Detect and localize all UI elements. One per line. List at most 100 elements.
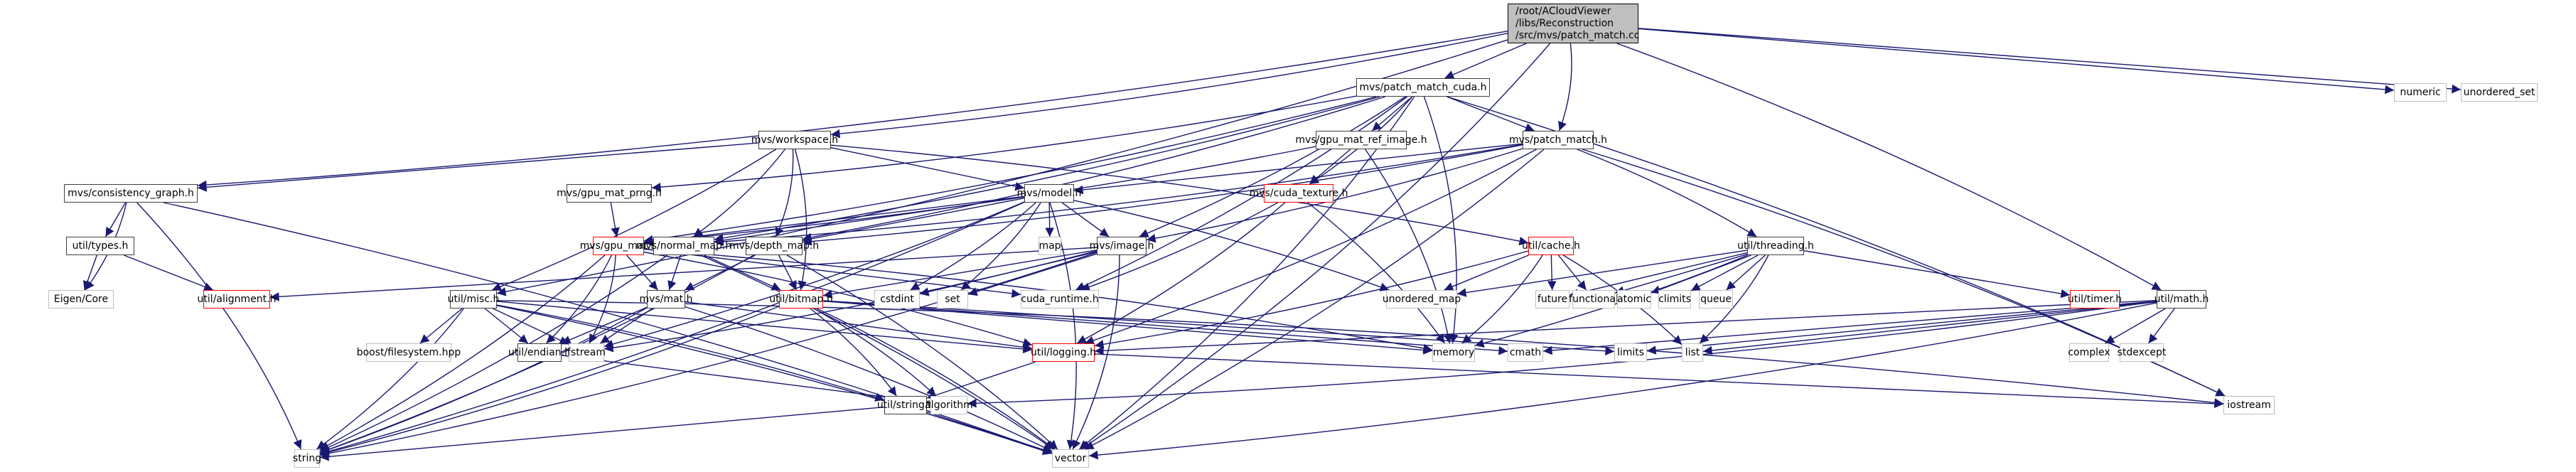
node-string: string (293, 449, 321, 468)
root-file-node[interactable]: /root/ACloudViewer /libs/Reconstruction … (1508, 4, 1639, 43)
node-label: set (945, 294, 960, 305)
edge-root-to-numeric (1638, 28, 2395, 95)
node-gpu-mat-prng[interactable]: mvs/gpu_mat_prng.h (557, 184, 662, 203)
node-memory: memory (1432, 343, 1475, 362)
node-util-string[interactable]: util/string.h (877, 396, 934, 414)
node-label: mvs/model.h (1016, 188, 1082, 199)
node-iostream: iostream (2223, 396, 2275, 414)
edge-math-to-limits (1646, 301, 2157, 355)
edge-patch_match_h-to-threading (1577, 149, 1757, 237)
edge-image-to-bitmap (822, 250, 1098, 299)
node-gpu-mat[interactable]: mvs/gpu_mat.h (580, 237, 657, 255)
node-model[interactable]: mvs/model.h (1017, 184, 1081, 203)
edge-math-to-complex (2105, 308, 2166, 344)
node-label: unordered_map (1382, 294, 1461, 305)
edge-util_string-to-vector (926, 412, 1053, 454)
node-workspace[interactable]: mvs/workspace.h (751, 131, 838, 149)
node-label: algorithm (925, 399, 973, 411)
edge-patch_match_h-to-model (1073, 143, 1523, 195)
edge-cache-to-unordered_map (1444, 254, 1529, 291)
node-patch-match-h[interactable]: mvs/patch_match.h (1509, 131, 1607, 149)
node-label: Eigen/Core (53, 294, 109, 305)
node-bitmap[interactable]: util/bitmap.h (769, 290, 833, 309)
node-functional: functional (1569, 290, 1619, 309)
edge-root-to-vector (1080, 43, 1551, 450)
edge-cache-to-functional (1557, 254, 1587, 291)
node-label: atomic (1617, 294, 1651, 305)
node-alignment[interactable]: util/alignment.h (198, 290, 276, 309)
node-cuda-texture[interactable]: mvs/cuda_texture.h (1250, 184, 1348, 203)
edge-workspace-to-bitmap (794, 149, 807, 291)
edge-cuda_texture-to-logging (1076, 202, 1286, 344)
node-fstream: fstream (567, 343, 606, 362)
node-logging[interactable]: util/logging.h (1031, 343, 1096, 362)
node-future: future (1535, 290, 1569, 309)
edge-cuda_texture-to-cuda_runtime (1080, 202, 1279, 291)
edge-math-to-algorithm (967, 301, 2157, 408)
edge-root-to-consistency_graph (197, 31, 1508, 190)
edge-util_types-to-alignment (124, 254, 213, 291)
edge-logging-to-util_string (926, 361, 1036, 399)
edge-logging-to-iostream (1094, 353, 2224, 409)
node-label: mvs/cuda_texture.h (1249, 188, 1348, 199)
node-cuda-runtime: cuda_runtime.h (1021, 290, 1099, 309)
edge-patch_match_h-to-normal_map (714, 144, 1523, 247)
edge-mat-to-endian (561, 306, 648, 344)
node-consistency-graph[interactable]: mvs/consistency_graph.h (64, 184, 198, 203)
edge-normal_map-to-string (319, 254, 668, 452)
node-normal-map[interactable]: mvs/normal_map.h (636, 237, 731, 255)
node-eigen-core: Eigen/Core (48, 290, 114, 309)
node-gpu-mat-ref-image[interactable]: mvs/gpu_mat_ref_image.h (1295, 131, 1427, 149)
edge-patch_match_cuda-to-cuda_runtime (1075, 96, 1408, 291)
node-util-types[interactable]: util/types.h (66, 237, 134, 255)
node-label: cstdint (880, 294, 914, 305)
edge-bitmap-to-vector (816, 308, 1056, 450)
node-label: map (1039, 240, 1061, 252)
edge-patch_match_h-to-image (1146, 148, 1523, 243)
node-label: util/types.h (72, 240, 129, 252)
edge-threading-to-timer (1803, 250, 2071, 299)
node-label: util/misc.h (447, 294, 500, 305)
edge-model-to-depth_map (802, 198, 1025, 244)
edge-root-to-math (1616, 43, 2162, 291)
node-label: climits (1658, 294, 1691, 305)
edge-root-to-unordered_set (1638, 28, 2462, 94)
edge-image-to-set (967, 253, 1098, 296)
root-path-line-2: /libs/Reconstruction (1515, 17, 1614, 29)
node-misc[interactable]: util/misc.h (447, 290, 500, 309)
node-endian[interactable]: util/endian.h (508, 343, 571, 362)
edge-model-to-fstream (603, 201, 1025, 349)
edge-math-to-vector (1088, 302, 2157, 460)
node-vector: vector (1052, 449, 1089, 468)
edge-normal_map-to-bitmap (704, 254, 781, 291)
edge-patch_match_cuda-to-memory (1423, 96, 1459, 344)
node-queue: queue (1699, 290, 1733, 309)
edge-model-to-normal_map (714, 196, 1025, 245)
node-unordered-map: unordered_map (1383, 290, 1461, 309)
edge-bitmap-to-memory (822, 300, 1433, 355)
node-boost-fs: boost/filesystem.hpp (357, 343, 461, 362)
node-timer[interactable]: util/timer.h (2068, 290, 2122, 309)
node-label: numeric (2400, 87, 2441, 98)
edge-mat-to-vector (685, 306, 1053, 452)
edge-threading-to-memory (1474, 254, 1749, 348)
node-image[interactable]: mvs/image.h (1090, 237, 1154, 255)
node-list: list (1682, 343, 1703, 362)
edge-mat-to-logging (685, 301, 1033, 352)
edge-workspace-to-normal_map (693, 149, 785, 237)
node-math[interactable]: util/math.h (2154, 290, 2209, 309)
node-patch-match-cuda[interactable]: mvs/patch_match_cuda.h (1356, 78, 1490, 97)
edge-cache-to-future (1547, 254, 1557, 291)
node-threading[interactable]: util/threading.h (1737, 237, 1814, 255)
node-cache[interactable]: util/cache.h (1522, 237, 1580, 255)
node-label: mvs/depth_map.h (729, 240, 820, 252)
edge-math-to-stdexcept (2148, 308, 2175, 344)
node-mat[interactable]: mvs/mat.h (640, 290, 692, 309)
node-atomic: atomic (1617, 290, 1651, 309)
node-depth-map[interactable]: mvs/depth_map.h (729, 237, 819, 255)
edge-threading-to-future (1569, 252, 1748, 298)
edge-misc-to-iostream (496, 300, 2224, 407)
edge-gpu_mat_ref_image-to-cuda_texture (1309, 149, 1351, 185)
edge-misc-to-logging (496, 301, 1033, 354)
